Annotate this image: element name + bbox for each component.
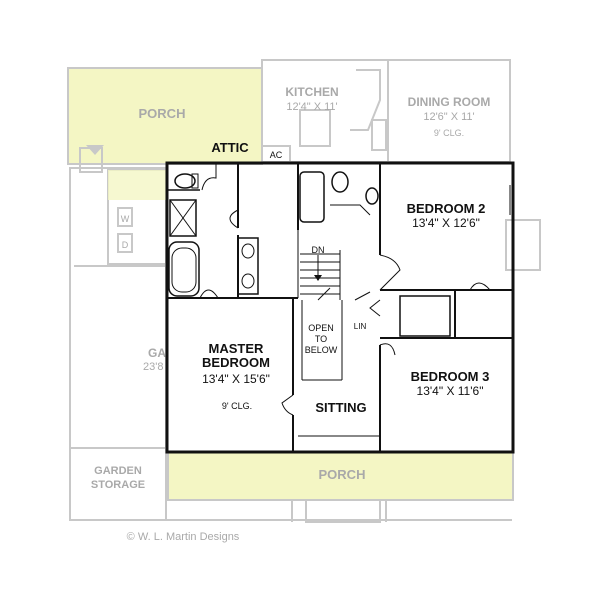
open-to-below-line3: BELOW bbox=[305, 345, 338, 355]
bedroom-2-size: 13'4" X 12'6" bbox=[412, 216, 480, 230]
dining-size: 12'6" X 11' bbox=[423, 111, 474, 123]
vanity-master bbox=[237, 237, 259, 295]
exterior-wall bbox=[165, 161, 515, 454]
washer-label: W bbox=[121, 214, 130, 224]
open-to-below-line1: OPEN bbox=[308, 323, 334, 333]
master-bedroom-size: 13'4" X 15'6" bbox=[202, 372, 270, 386]
dining-ceiling: 9' CLG. bbox=[434, 128, 464, 138]
garage-size: 23'8 bbox=[143, 361, 163, 373]
designer-credit: © W. L. Martin Designs bbox=[127, 531, 240, 543]
dryer-label: D bbox=[122, 240, 129, 250]
toilet-master bbox=[174, 173, 196, 189]
kitchen-label: KITCHEN bbox=[285, 85, 338, 99]
bedroom-2-title: BEDROOM 2 bbox=[407, 201, 486, 216]
sink-hall bbox=[365, 187, 379, 205]
open-to-below-line2: TO bbox=[315, 334, 327, 344]
stair-down-label: DN bbox=[312, 245, 325, 255]
bathtub-master bbox=[168, 241, 200, 297]
porch-bottom-area bbox=[167, 451, 514, 501]
garage-label: GA bbox=[148, 346, 166, 360]
garden-storage-line1: GARDEN bbox=[94, 465, 142, 477]
bedroom-3-size: 13'4" X 11'6" bbox=[417, 384, 484, 398]
master-bedroom-title-1: MASTER bbox=[209, 341, 265, 356]
attic-label: ATTIC bbox=[211, 140, 249, 155]
porch-top-label: PORCH bbox=[139, 106, 186, 121]
porch-bottom-label: PORCH bbox=[319, 467, 366, 482]
master-bedroom-ceiling: 9' CLG. bbox=[222, 401, 252, 411]
stairway bbox=[300, 250, 341, 301]
ac-label: AC bbox=[270, 150, 283, 160]
sitting-label: SITTING bbox=[315, 400, 366, 415]
master-bedroom-title-2: BEDROOM bbox=[202, 355, 270, 370]
bathtub-hall bbox=[299, 171, 325, 223]
shower-master bbox=[169, 199, 197, 237]
dining-label: DINING ROOM bbox=[408, 95, 491, 109]
bedroom-3-title: BEDROOM 3 bbox=[411, 369, 490, 384]
upper-floor bbox=[165, 161, 515, 454]
toilet-hall bbox=[331, 171, 349, 193]
linen-label: LIN bbox=[354, 322, 367, 331]
kitchen-size: 12'4" X 11' bbox=[286, 101, 337, 113]
garden-storage-line2: STORAGE bbox=[91, 479, 145, 491]
